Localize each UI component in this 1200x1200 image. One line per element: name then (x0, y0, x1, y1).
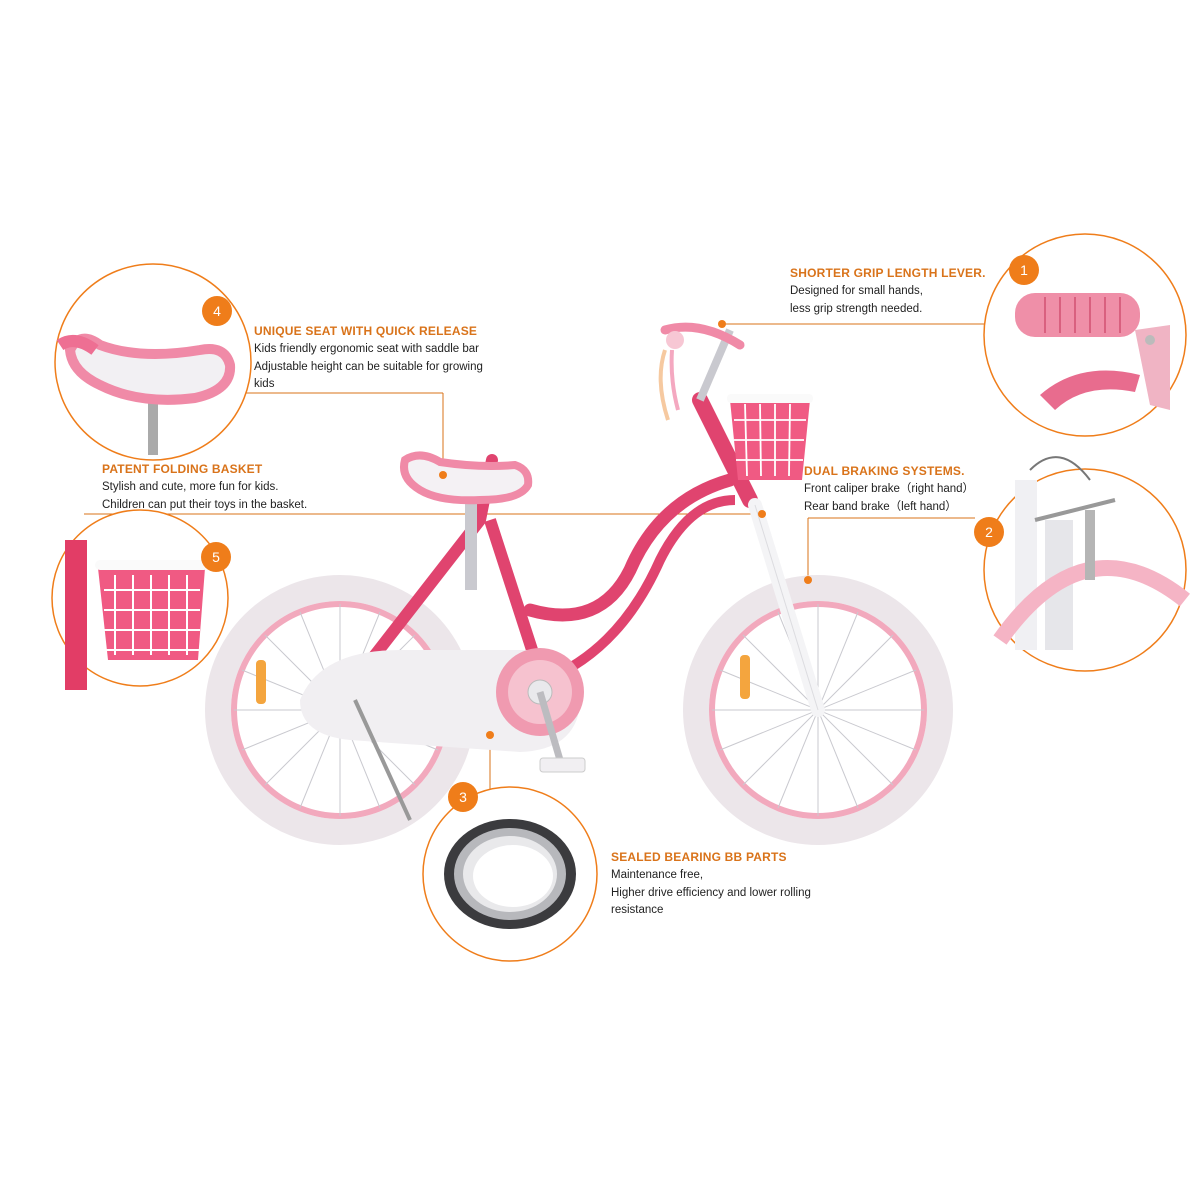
zoom-circle-4 (54, 263, 252, 461)
zoom-circle-2 (983, 456, 1190, 672)
zoom-circle-1 (983, 233, 1187, 437)
badge-3: 3 (448, 782, 478, 812)
callout-folding-basket: PATENT FOLDING BASKET Stylish and cute, … (102, 462, 307, 514)
callout-line: Adjustable height can be suitable for gr… (254, 360, 483, 373)
callout-title: PATENT FOLDING BASKET (102, 462, 263, 476)
callout-unique-seat: UNIQUE SEAT WITH QUICK RELEASE Kids frie… (254, 324, 483, 394)
callout-line: kids (254, 378, 275, 390)
marker-dots (439, 320, 812, 739)
badge-4: 4 (202, 296, 232, 326)
zoom-circle-3 (422, 786, 598, 962)
zoom-circle-5 (51, 509, 229, 690)
callout-line: resistance (611, 904, 664, 916)
callout-title: SEALED BEARING BB PARTS (611, 850, 787, 864)
callout-title: SHORTER GRIP LENGTH LEVER. (790, 266, 986, 280)
callout-line: Rear band brake（left hand） (804, 500, 957, 513)
bike (205, 322, 953, 845)
callout-dual-braking: DUAL BRAKING SYSTEMS. Front caliper brak… (804, 464, 974, 516)
callout-grip-lever: SHORTER GRIP LENGTH LEVER. Designed for … (790, 266, 986, 318)
callout-title: UNIQUE SEAT WITH QUICK RELEASE (254, 324, 478, 338)
callout-line: Designed for small hands, (790, 285, 923, 297)
callout-line: Higher drive efficiency and lower rollin… (611, 886, 811, 899)
callout-title: DUAL BRAKING SYSTEMS. (804, 464, 965, 478)
callout-line: Kids friendly ergonomic seat with saddle… (254, 343, 480, 355)
front-tire (683, 575, 953, 845)
callout-sealed-bearing: SEALED BEARING BB PARTS Maintenance free… (611, 850, 811, 920)
callout-line: Children can put their toys in the baske… (102, 498, 308, 511)
callout-line: Front caliper brake（right hand） (804, 483, 975, 495)
badge-1: 1 (1009, 255, 1039, 285)
callout-line: Stylish and cute, more fun for kids. (102, 481, 279, 493)
callout-line: less grip strength needed. (790, 302, 923, 315)
badge-5: 5 (201, 542, 231, 572)
badge-2: 2 (974, 517, 1004, 547)
callout-line: Maintenance free, (611, 869, 704, 881)
leader-lines (84, 323, 985, 790)
